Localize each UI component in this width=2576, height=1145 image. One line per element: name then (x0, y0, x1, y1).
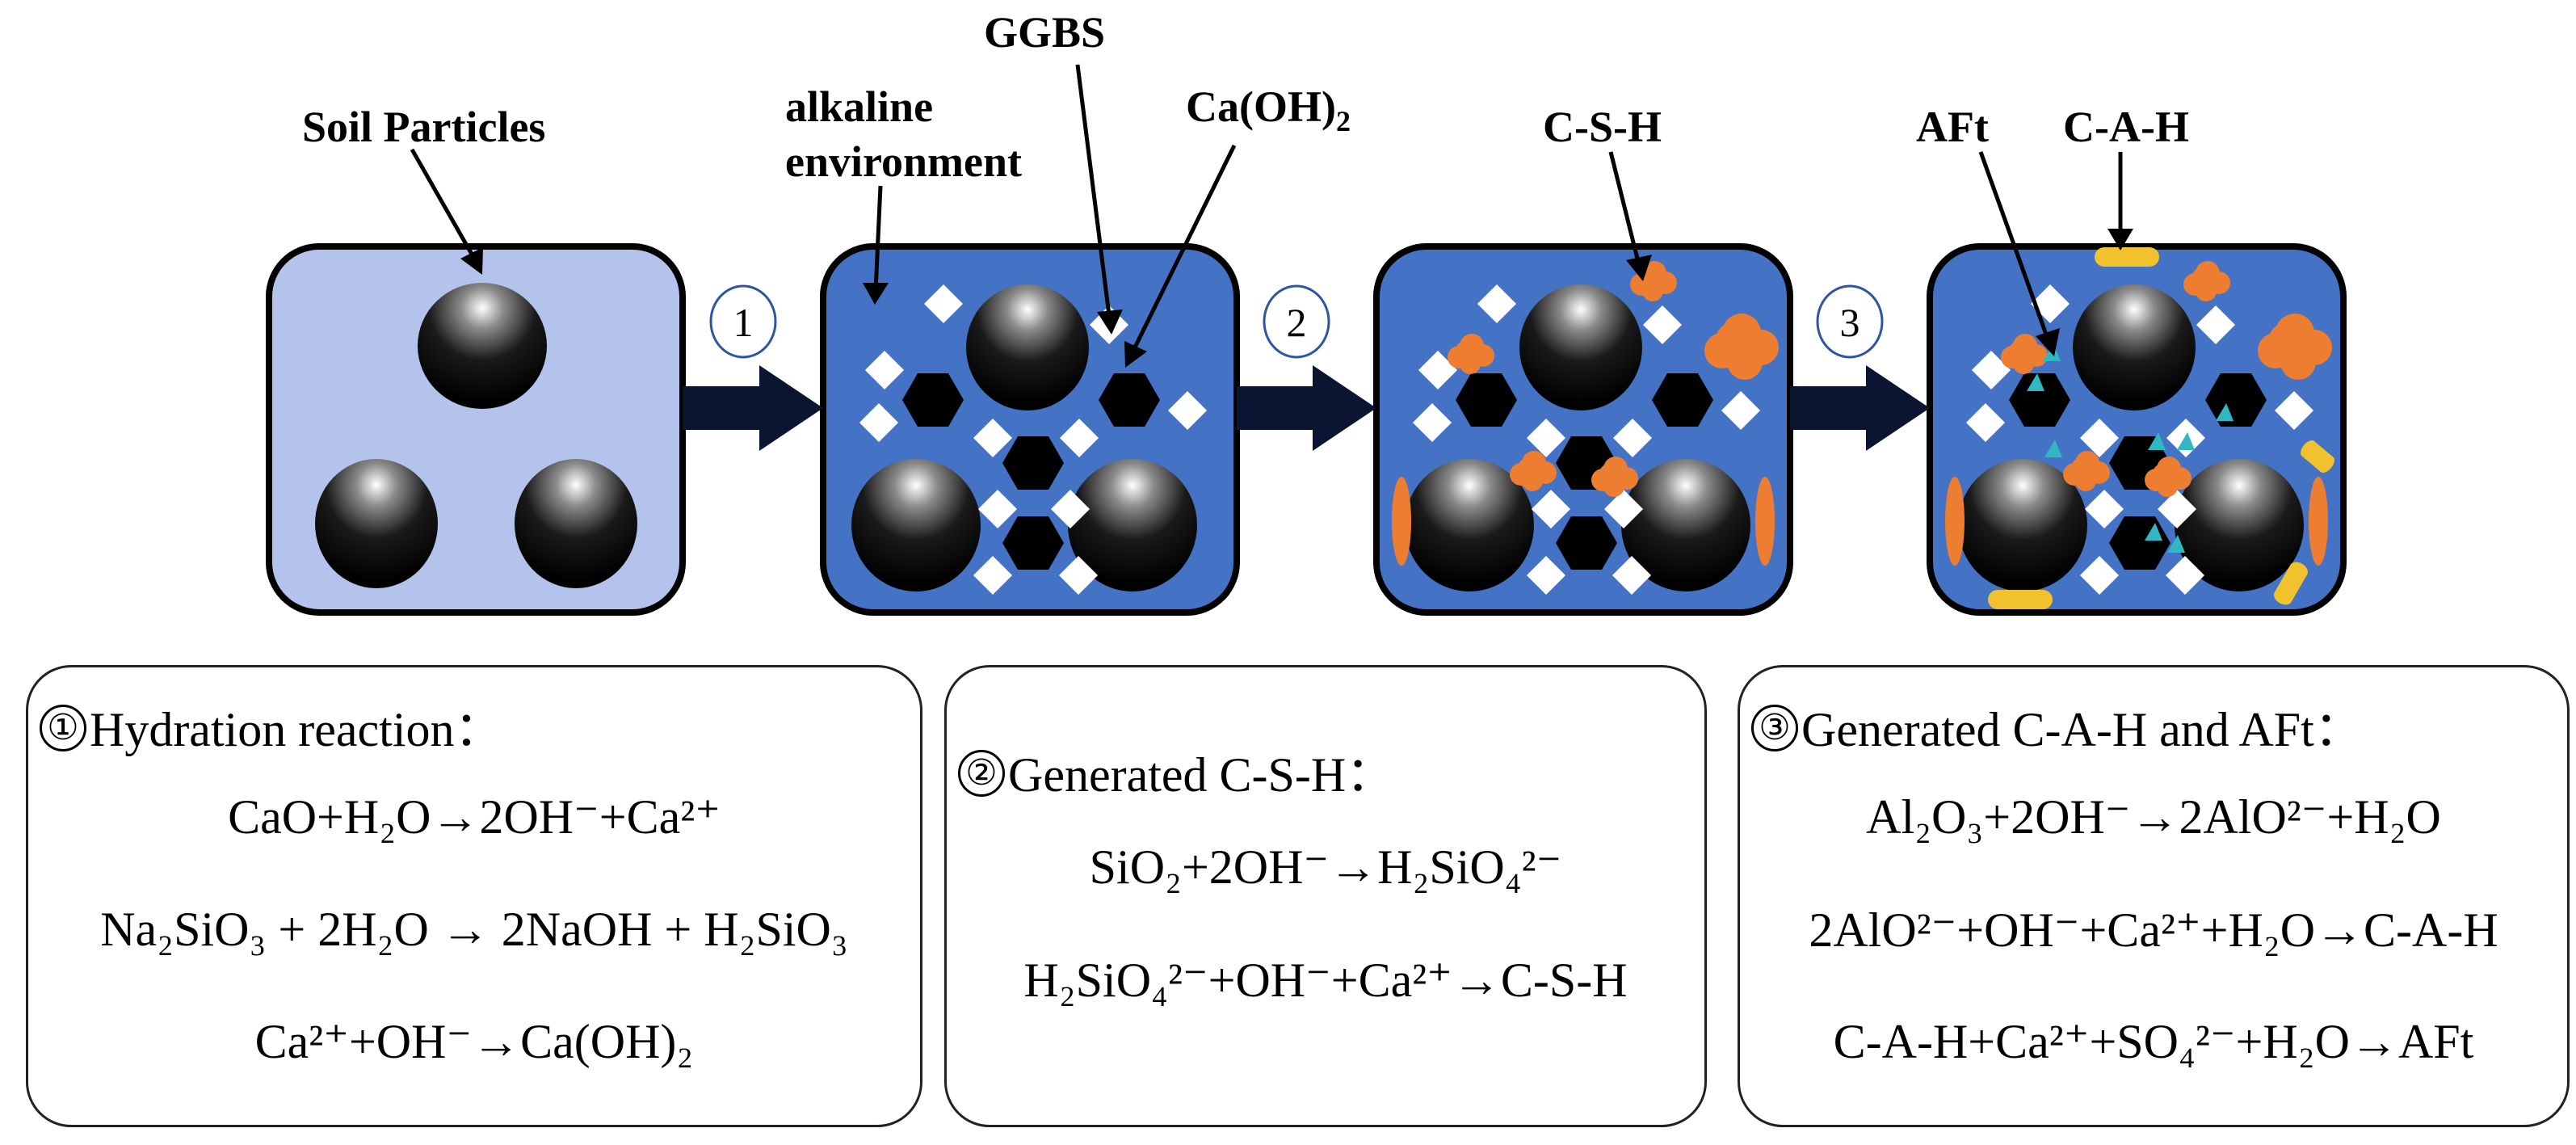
step-marker-3: ③ (1751, 705, 1798, 751)
label-ggbs: GGBS (984, 8, 1105, 57)
ggbs-sphere (2175, 459, 2304, 591)
equation: H₂SiO₄²⁻+OH⁻+Ca²⁺→C-S-H (1023, 953, 1628, 1007)
equation: Na₂SiO₃ + 2H₂O → 2NaOH + H₂SiO₃ (100, 903, 848, 956)
ggbs-sphere (1958, 459, 2087, 591)
ggbs-sphere (966, 284, 1089, 410)
arrow-step-2 (1237, 365, 1376, 451)
soil-sphere (315, 459, 438, 588)
label-alkaline-line1: alkaline (785, 82, 933, 131)
label-soil-particles: Soil Particles (302, 103, 545, 151)
step-marker-2: ② (958, 750, 1005, 797)
ggbs-sphere (1519, 284, 1642, 410)
arrow-step-1 (683, 365, 823, 451)
panel-alkaline-environment (820, 243, 1240, 616)
label-csh: C-S-H (1543, 103, 1662, 151)
panel-soil-particles (266, 243, 686, 616)
step-number-2: 2 (1287, 300, 1307, 345)
step-circle-1 (709, 284, 777, 359)
step-number-1: 1 (733, 300, 754, 345)
step-marker-1: ① (40, 705, 86, 751)
process-arrows (683, 365, 1930, 451)
label-caoh2: Ca(OH)2 (1186, 82, 1351, 137)
label-cah: C-A-H (2063, 103, 2189, 151)
pointer-lines (410, 64, 2133, 368)
panel-cah-aft (1927, 243, 2347, 616)
label-aft: AFt (1916, 103, 1989, 151)
ggbs-sphere (2073, 284, 2196, 410)
ggbs-sphere (1621, 459, 1750, 591)
step-circle-3 (1816, 284, 1884, 359)
ggbs-sphere (851, 459, 981, 591)
ggbs-sphere (1068, 459, 1197, 591)
equation: CaO+H₂O→2OH⁻+Ca²⁺ (228, 790, 721, 844)
label-alkaline-line2: environment (785, 137, 1022, 186)
arrow-step-3 (1790, 365, 1930, 451)
step-number-3: 3 (1840, 300, 1860, 345)
equation: Ca²⁺+OH⁻→Ca(OH)₂ (254, 1015, 694, 1068)
equation: 2AlO²⁻+OH⁻+Ca²⁺+H₂O→C-A-H (1809, 903, 2498, 957)
process-diagram: 1 2 3 Soil Particles alkaline environmen… (266, 8, 2347, 616)
soil-sphere (418, 283, 547, 409)
equation: C-A-H+Ca²⁺+SO₄²⁻+H₂O→AFt (1833, 1015, 2474, 1068)
step-circle-2 (1263, 284, 1330, 359)
ggbs-sphere (1405, 459, 1534, 591)
diagram-labels: Soil Particles alkaline environment GGBS… (302, 8, 2189, 186)
equation: SiO₂+2OH⁻→H₂SiO₄²⁻ (1089, 840, 1562, 894)
step-markers: 1 2 3 (709, 284, 1884, 359)
soil-sphere (515, 459, 637, 588)
equation: Al₂O₃+2OH⁻→2AlO²⁻+H₂O (1866, 790, 2441, 844)
panel-csh (1373, 243, 1793, 616)
